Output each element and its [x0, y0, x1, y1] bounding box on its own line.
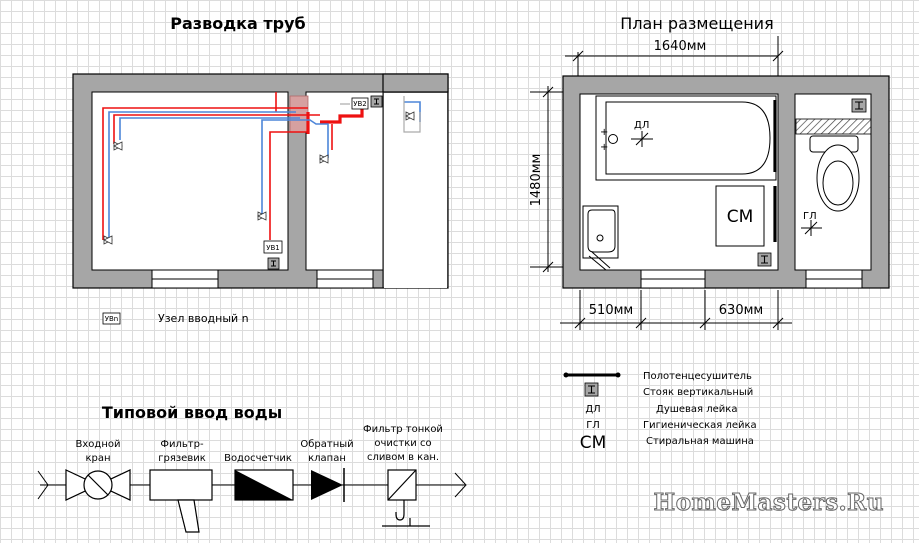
legend-item-symbol: ГЛ	[586, 420, 600, 431]
legend-uvn-text: Узел вводный n	[158, 312, 249, 325]
inlet-label: сливом в кан.	[367, 452, 439, 463]
dim-width-total: 1640мм	[654, 39, 707, 54]
inlet-start-arrow-icon	[37, 470, 49, 500]
watermark-logo: HomeMasters.Ru	[653, 489, 884, 517]
piping-wall-notch	[382, 73, 449, 93]
inlet-label: Фильтр тонкой	[363, 424, 443, 435]
washing-machine-label: СМ	[727, 207, 754, 227]
inlet-end-arrow-icon	[454, 472, 467, 498]
shower-label: ДЛ	[634, 120, 649, 131]
valve-icon	[257, 211, 267, 221]
sink-drain-icon	[596, 234, 604, 242]
node-uv2	[351, 97, 369, 110]
layout-title: План размещения	[620, 14, 773, 33]
riser-icon	[370, 95, 383, 108]
riser-icon	[267, 257, 280, 270]
fine-filter-icon	[382, 469, 430, 527]
node-uv1-label: УВ1	[266, 244, 280, 252]
inlet-label: грязевик	[158, 453, 206, 464]
inlet-label: кран	[85, 453, 110, 464]
dim-left-offset: 510мм	[589, 303, 633, 318]
layout-legend: Полотенцесушитель Стояк вертикальный ДЛ …	[563, 371, 757, 453]
water-inlet-title: Типовой ввод воды	[102, 403, 282, 422]
strainer-filter-icon	[149, 469, 213, 533]
legend-item-text: Душевая лейка	[656, 404, 737, 415]
legend-item-symbol: СМ	[580, 433, 607, 453]
legend-riser-icon	[584, 382, 599, 397]
bath-drain-icon	[608, 134, 618, 144]
inlet-label: клапан	[308, 453, 346, 464]
legend-uvn-symbol	[102, 312, 121, 325]
washing-machine	[715, 185, 765, 247]
legend-item-text: Стиральная машина	[646, 436, 754, 447]
riser-icon	[757, 252, 772, 267]
shower-head-icon	[631, 131, 653, 147]
valve-icon	[319, 154, 329, 164]
inlet-label: очистки со	[374, 438, 431, 449]
piping-corridor	[384, 93, 447, 288]
legend-item-text: Гигиеническая лейка	[643, 420, 757, 431]
valve-icon	[103, 235, 113, 245]
piping-room-bath	[91, 91, 289, 271]
node-uv1	[263, 240, 283, 254]
svg-text:+: +	[600, 127, 608, 138]
pipe-hot-toilet	[320, 104, 364, 124]
toilet-installation	[795, 118, 872, 135]
legend-item-text: Полотенцесушитель	[643, 371, 752, 382]
dim-height-total: 1480мм	[529, 154, 544, 207]
riser-icon	[851, 98, 867, 113]
riser-zone	[289, 95, 309, 133]
piping-room-toilet	[305, 91, 384, 271]
piping-plan: УВ1 УВ2 УВn Узел вводный n	[72, 73, 449, 325]
ball-valve-icon	[65, 469, 131, 501]
pipe-cold-main	[108, 111, 296, 238]
inlet-label: Фильтр-	[160, 439, 204, 450]
water-inlet-schematic: Входной кран Фильтр- грязевик Водосчетчи…	[37, 424, 467, 533]
pipe-hot-main	[102, 107, 308, 240]
legend-item-symbol: ДЛ	[585, 404, 600, 415]
layout-plan: 1640мм 1480мм + + ДЛ СМ	[529, 36, 890, 330]
watermark-text: HomeMasters.Ru	[653, 489, 884, 516]
legend-uvn-symbol-text: УВn	[105, 315, 119, 323]
hygienic-label: ГЛ	[803, 211, 817, 222]
dim-right-offset: 630мм	[719, 303, 763, 318]
hygienic-shower-icon	[801, 220, 822, 236]
node-uv2-label: УВ2	[353, 100, 367, 108]
valve-icon	[405, 111, 415, 121]
legend-item-text: Стояк вертикальный	[643, 387, 753, 398]
bathtub-inner	[605, 101, 771, 175]
inlet-label: Входной	[76, 439, 121, 450]
check-valve-icon	[311, 468, 345, 502]
inlet-label: Обратный	[300, 439, 353, 450]
piping-title: Разводка труб	[170, 14, 305, 33]
svg-text:+: +	[600, 142, 608, 153]
valve-icon	[113, 141, 123, 151]
inlet-label: Водосчетчик	[224, 453, 292, 464]
water-meter-icon	[234, 469, 294, 501]
